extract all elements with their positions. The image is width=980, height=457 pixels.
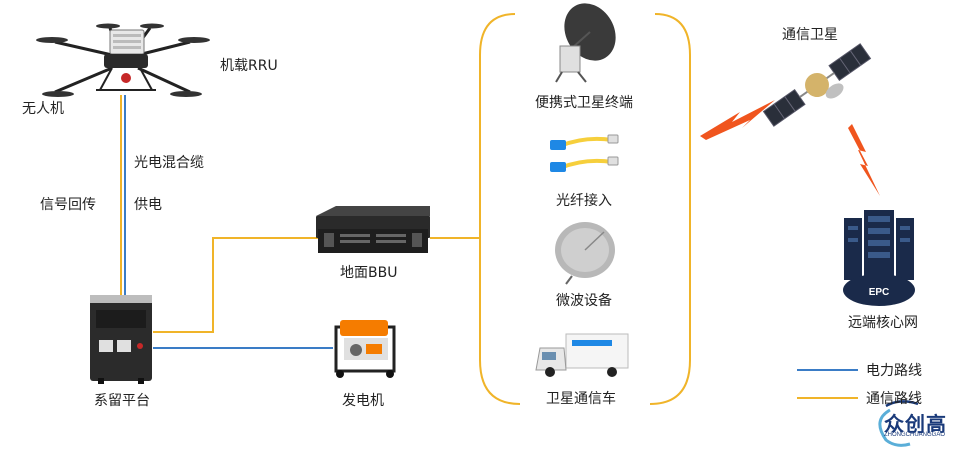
backhaul-bracket-right xyxy=(649,13,691,405)
power-supply-label: 供电 xyxy=(134,197,162,213)
legend-comm-label: 通信路线 xyxy=(866,391,922,407)
backhaul-bracket-left xyxy=(479,13,521,405)
rru-label: 机载RRU xyxy=(220,58,278,74)
bbu-icon xyxy=(316,206,430,253)
watermark-subtext: ZHONGCHUANGGAO xyxy=(884,432,946,438)
lightning-icon xyxy=(848,124,880,196)
epc-label: EPC xyxy=(869,287,890,298)
fiber-label: 光纤接入 xyxy=(556,193,612,209)
drone-icon xyxy=(36,23,210,97)
sat-vehicle-label: 卫星通信车 xyxy=(546,391,616,407)
microwave-label: 微波设备 xyxy=(556,293,612,309)
tether-bbu-line xyxy=(153,237,318,333)
core-label: 远端核心网 xyxy=(848,315,918,331)
portable-sat-label: 便携式卫星终端 xyxy=(535,95,633,111)
communication-satellite-icon xyxy=(762,43,872,127)
microwave-dish-icon xyxy=(555,222,615,285)
signal-return-label: 信号回传 xyxy=(40,197,96,213)
tether-label: 系留平台 xyxy=(94,393,150,409)
satellite-dish-icon xyxy=(555,3,616,83)
watermark-text: 众创高 xyxy=(884,412,947,436)
tether-platform-icon xyxy=(90,295,152,384)
satellite-vehicle-icon xyxy=(535,333,629,377)
drone-label: 无人机 xyxy=(22,101,64,117)
watermark-logo xyxy=(878,400,919,447)
satellite-label: 通信卫星 xyxy=(782,27,838,43)
bbu-label: 地面BBU xyxy=(340,265,398,281)
lightning-icon xyxy=(700,100,775,140)
cable-label: 光电混合缆 xyxy=(134,155,204,171)
generator-icon xyxy=(334,320,396,378)
legend-power-label: 电力路线 xyxy=(866,363,922,379)
generator-label: 发电机 xyxy=(342,393,384,409)
epc-server-icon: EPC xyxy=(843,210,915,306)
fiber-connector-icon xyxy=(550,134,619,172)
